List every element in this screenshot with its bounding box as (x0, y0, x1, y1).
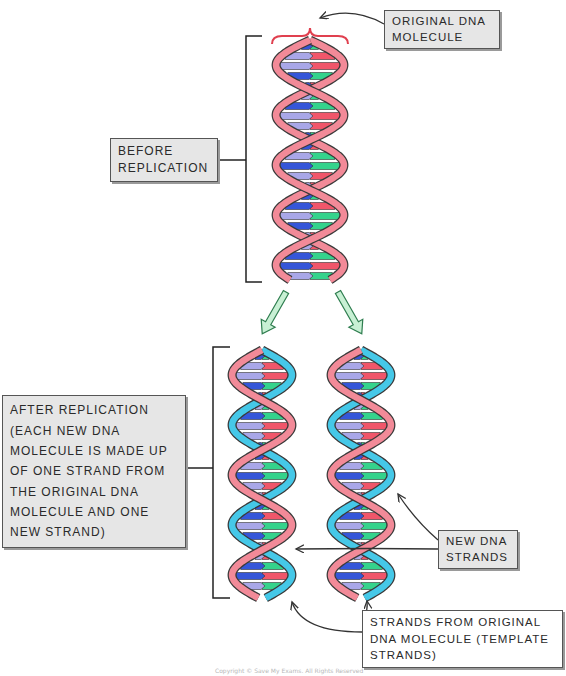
strand-outline (232, 350, 292, 598)
base (361, 373, 387, 380)
base (280, 213, 313, 220)
dna-strand (331, 350, 391, 598)
dna-helix (331, 350, 391, 598)
base (280, 263, 313, 270)
base (280, 163, 313, 170)
strand-outline (276, 40, 344, 280)
base (280, 113, 313, 120)
arrow-shape (331, 288, 369, 338)
process-arrow (331, 288, 369, 338)
base (361, 523, 387, 530)
dna-strand (276, 40, 344, 280)
base (361, 473, 387, 480)
leader-line (292, 602, 362, 632)
base (262, 373, 288, 380)
leader-line (320, 13, 384, 24)
strand-outline (331, 350, 391, 598)
callout-box: NEW DNA STRANDS (438, 530, 518, 569)
stage-box: BEFORE REPLICATION (110, 138, 218, 182)
curly-brace (272, 28, 348, 44)
dna-helix (276, 40, 344, 280)
base (335, 473, 364, 480)
base (335, 423, 364, 430)
box-text: STRANDS FROM ORIGINAL DNA MOLECULE (TEMP… (370, 614, 555, 664)
dna-strand (331, 350, 391, 598)
box-text: ORIGINAL DNA MOLECULE (392, 14, 492, 45)
callout-box: ORIGINAL DNA MOLECULE (384, 10, 500, 49)
base (236, 423, 265, 430)
dna-strand (232, 350, 292, 598)
bracket-stem (186, 467, 213, 469)
stage-box: AFTER REPLICATION (EACH NEW DNA MOLECULE… (2, 395, 186, 548)
base (262, 573, 288, 580)
base (262, 423, 288, 430)
base (361, 423, 387, 430)
base (310, 63, 340, 70)
base (335, 573, 364, 580)
bracket-stem (218, 159, 246, 161)
base (310, 163, 340, 170)
box-text: NEW DNA STRANDS (446, 534, 510, 565)
process-arrow (255, 288, 293, 338)
base (262, 473, 288, 480)
leader-line (398, 494, 438, 540)
base (335, 523, 364, 530)
box-text: BEFORE REPLICATION (118, 143, 210, 178)
base (280, 63, 313, 70)
base (236, 523, 265, 530)
helix-group (232, 40, 391, 598)
strand-outline (331, 350, 391, 598)
box-text: AFTER REPLICATION (EACH NEW DNA MOLECULE… (10, 400, 178, 543)
base (262, 523, 288, 530)
base (236, 473, 265, 480)
base (310, 263, 340, 270)
base (310, 113, 340, 120)
base (335, 373, 364, 380)
arrow-shape (255, 288, 293, 338)
strand-outline (232, 350, 292, 598)
dna-strand (276, 40, 344, 280)
leader-line (296, 548, 438, 550)
dna-helix (232, 350, 292, 598)
base (310, 213, 340, 220)
base (361, 573, 387, 580)
base (236, 373, 265, 380)
bracket (246, 36, 262, 282)
callout-box: STRANDS FROM ORIGINAL DNA MOLECULE (TEMP… (362, 610, 563, 668)
bracket (213, 347, 230, 598)
base (236, 573, 265, 580)
strand-outline (276, 40, 344, 280)
dna-strand (232, 350, 292, 598)
watermark: Copyright © Save My Exams. All Rights Re… (215, 667, 363, 674)
